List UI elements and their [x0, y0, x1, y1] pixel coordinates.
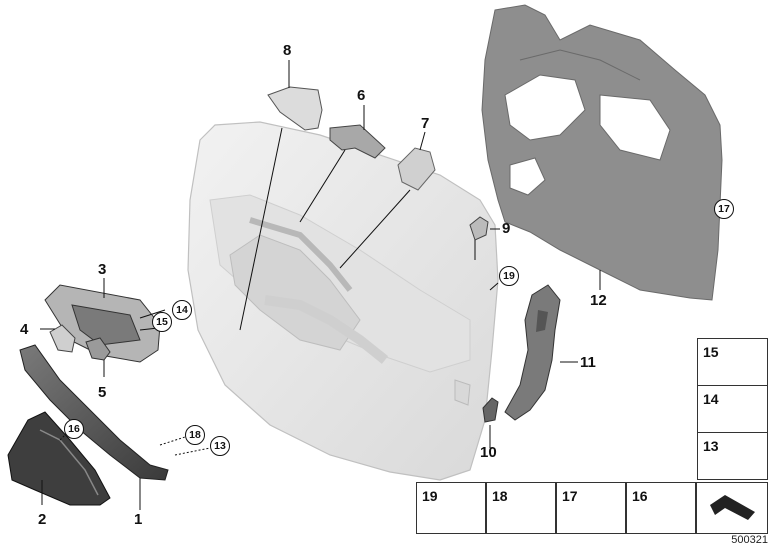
callout-circled-15: 15	[152, 312, 172, 332]
legend-cell-tool	[696, 482, 768, 534]
callout-10: 10	[480, 444, 497, 461]
legend-cell-19: 19	[416, 482, 486, 534]
callout-3: 3	[98, 261, 107, 278]
mirror-triangle-cover	[267, 86, 323, 131]
callout-12: 12	[590, 292, 607, 309]
callout-7: 7	[421, 115, 430, 132]
callout-4: 4	[20, 321, 29, 338]
legend-label-17: 17	[562, 488, 578, 504]
cap-clip	[469, 216, 489, 241]
callout-circled-13: 13	[210, 436, 230, 456]
small-cover	[49, 324, 76, 353]
callout-1: 1	[134, 511, 143, 528]
switch-clip	[85, 337, 111, 361]
side-bracket	[504, 284, 561, 421]
long-trim-strip	[19, 344, 169, 481]
small-trim	[482, 397, 499, 423]
legend-cell-13: 13	[697, 432, 768, 480]
legend-label-18: 18	[492, 488, 508, 504]
legend-cell-17: 17	[556, 482, 626, 534]
legend-label-15: 15	[703, 344, 719, 360]
end-cap-trim	[7, 411, 111, 506]
callout-circled-14: 14	[172, 300, 192, 320]
callout-11: 11	[580, 354, 596, 371]
leader-lines	[40, 60, 718, 510]
legend-label-13: 13	[703, 438, 719, 454]
legend-label-14: 14	[703, 391, 719, 407]
liner-panel	[481, 4, 723, 301]
door-trim-panel	[187, 121, 499, 481]
callout-8: 8	[283, 42, 292, 59]
callout-2: 2	[38, 511, 47, 528]
legend-label-19: 19	[422, 488, 438, 504]
callout-circled-19: 19	[499, 266, 519, 286]
callout-circled-17: 17	[714, 199, 734, 219]
legend-cell-16: 16	[626, 482, 696, 534]
reference-code: 500321	[731, 534, 768, 546]
legend-label-16: 16	[632, 488, 648, 504]
callout-6: 6	[357, 87, 366, 104]
legend-cell-14: 14	[697, 385, 768, 433]
callout-5: 5	[98, 384, 107, 401]
switch-bezel	[44, 284, 161, 363]
callout-circled-18: 18	[185, 425, 205, 445]
trim-insert	[397, 147, 436, 191]
legend-cell-15: 15	[697, 338, 768, 386]
callout-circled-16: 16	[64, 419, 84, 439]
callout-9: 9	[502, 220, 511, 237]
legend-cell-18: 18	[486, 482, 556, 534]
